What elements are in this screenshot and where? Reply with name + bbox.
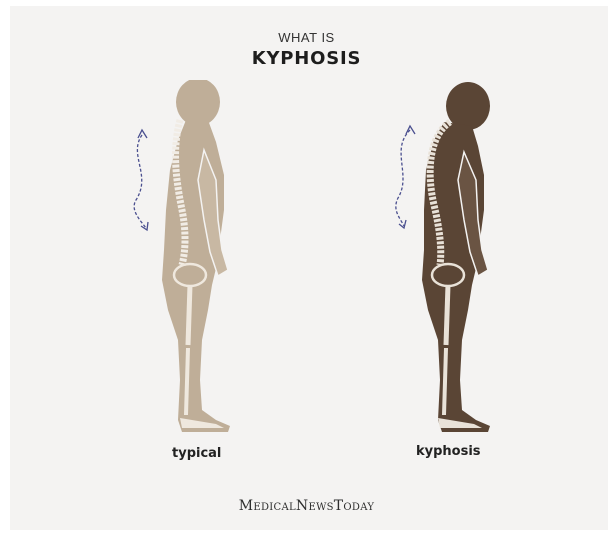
- kyphosis-curve-arrow-icon: [396, 126, 415, 228]
- kyphosis-label: kyphosis: [416, 444, 481, 459]
- typical-body-silhouette: [162, 80, 230, 432]
- title-prefix: WHAT IS: [0, 30, 613, 45]
- title-main: KYPHOSIS: [0, 48, 613, 69]
- brand-logo: MedicalNewsToday: [0, 498, 613, 514]
- typical-label: typical: [172, 446, 221, 461]
- typical-curve-arrow-icon: [134, 130, 148, 230]
- kyphosis-body-silhouette: [422, 82, 490, 432]
- kyphosis-figure: [380, 80, 520, 440]
- typical-figure: [120, 80, 260, 440]
